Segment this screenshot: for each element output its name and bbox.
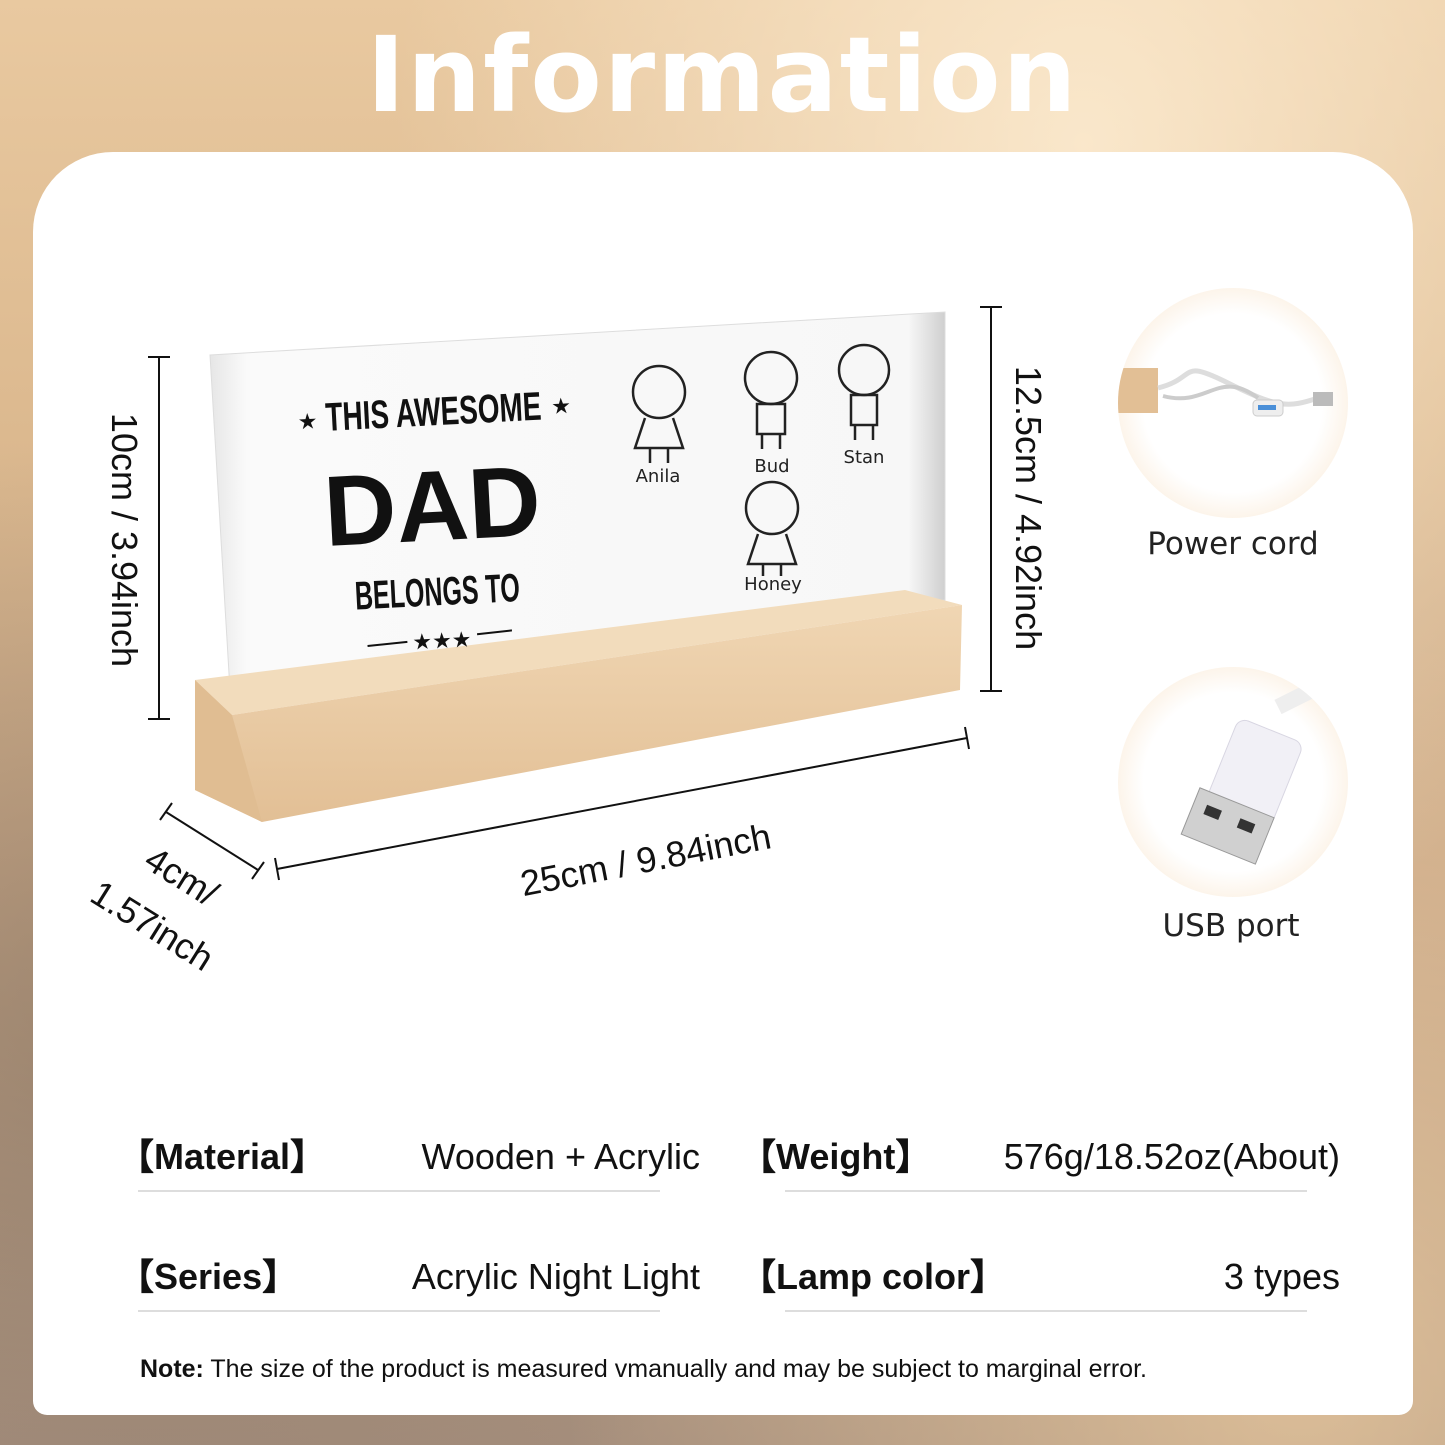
spec-key: 【Weight】 [740, 1136, 932, 1177]
divider [138, 1310, 660, 1312]
wood-base-side [195, 680, 262, 822]
spec-value: 576g/18.52oz(About) [1003, 1136, 1340, 1177]
wood-base-top [195, 590, 962, 715]
power-cord-label: Power cord [1147, 526, 1319, 562]
stars-icon: ★★★ [412, 627, 472, 655]
usb-port-label: USB port [1162, 908, 1300, 944]
spec-value: Wooden + Acrylic [421, 1136, 700, 1177]
spec-weight: 【Weight】 576g/18.52oz(About) [740, 1128, 1340, 1177]
acrylic-panel [209, 311, 946, 691]
dimension-lines [148, 306, 1002, 881]
usb-plug-icon [1180, 679, 1322, 865]
usb-port-thumbnail [1118, 667, 1348, 897]
kid-name: Bud [754, 456, 789, 477]
panel-line2: DAD [321, 445, 543, 568]
kid-figures [631, 343, 891, 576]
power-cord-icon [1118, 368, 1333, 417]
note-label: Note: [140, 1355, 204, 1383]
spec-value: 3 types [1223, 1256, 1340, 1297]
page-title: Information [366, 14, 1079, 136]
wood-base [195, 605, 962, 822]
spec-key: 【Lamp color】 [740, 1256, 1007, 1297]
divider [785, 1190, 1307, 1192]
star-icon: ★ [297, 408, 318, 434]
kid-name: Honey [744, 574, 802, 595]
kid-name: Stan [844, 447, 885, 468]
dim-height-total: 12.5cm / 4.92inch [1008, 366, 1049, 650]
spec-lamp-color: 【Lamp color】 3 types [740, 1248, 1340, 1297]
dim-width: 25cm / 9.84inch [517, 815, 774, 904]
divider [785, 1310, 1307, 1312]
dim-height-panel: 10cm / 3.94inch [104, 413, 145, 667]
note-text: The size of the product is measured vman… [203, 1355, 1147, 1383]
spec-key: 【Material】 [118, 1136, 327, 1177]
spec-material: 【Material】 Wooden + Acrylic [118, 1128, 700, 1177]
panel-line3: BELONGS TO [354, 566, 521, 619]
kid-name: Anila [636, 466, 681, 487]
divider [138, 1190, 660, 1192]
power-cord-thumbnail [1118, 288, 1348, 518]
spec-key: 【Series】 [118, 1256, 299, 1297]
spec-value: Acrylic Night Light [411, 1256, 700, 1297]
spec-series: 【Series】 Acrylic Night Light [118, 1248, 700, 1297]
star-icon: ★ [551, 393, 572, 419]
note: Note: The size of the product is measure… [140, 1355, 1147, 1384]
